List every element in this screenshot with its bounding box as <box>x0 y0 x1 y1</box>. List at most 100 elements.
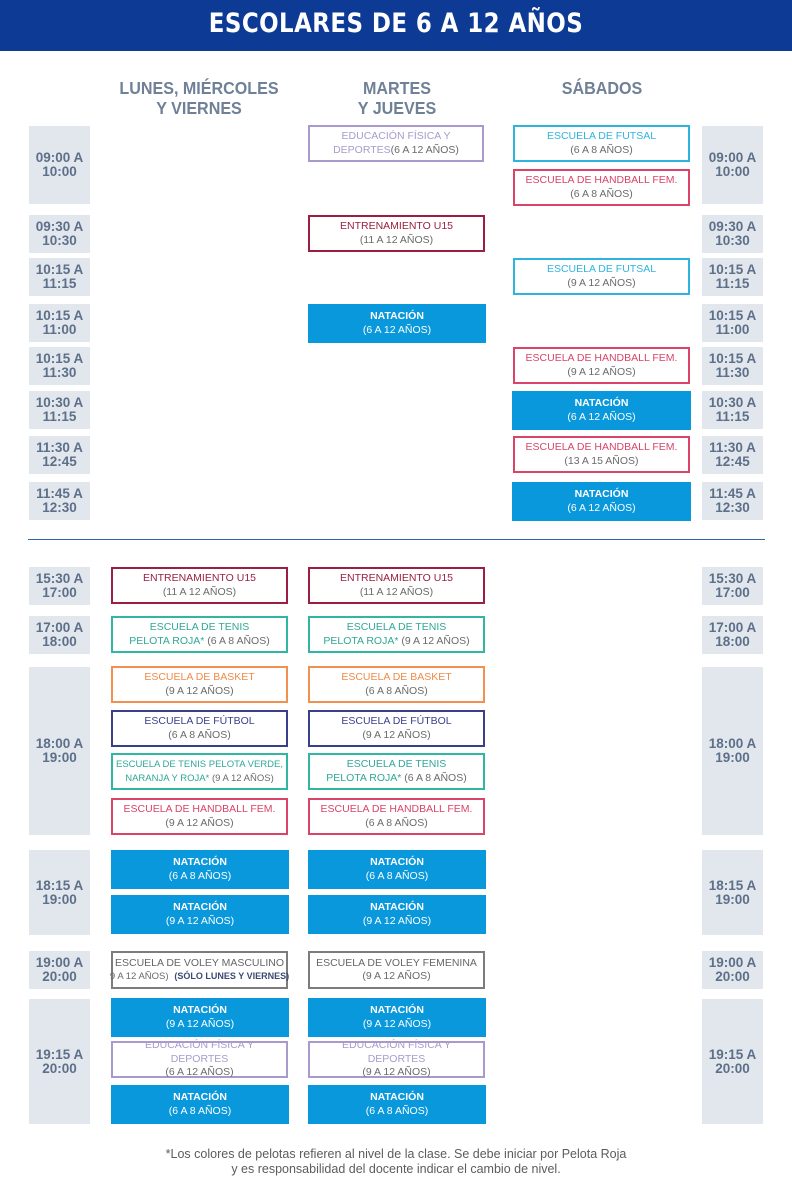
class-title: ENTRENAMIENTO U15 <box>143 572 256 584</box>
class-title: NATACIÓN <box>370 856 424 868</box>
class-title: EDUCACIÓN FÍSICA Y DEPORTES <box>145 1039 254 1065</box>
class-title: NATACIÓN <box>173 901 227 913</box>
column-header-lmv: LUNES, MIÉRCOLES Y VIERNES <box>119 78 279 118</box>
class-box-futbol: ESCUELA DE FÚTBOL (9 A 12 AÑOS) <box>308 710 485 747</box>
class-ages: (11 A 12 AÑOS) <box>162 585 237 598</box>
class-box-natacion: NATACIÓN (6 A 8 AÑOS) <box>308 850 486 889</box>
time-label: 10:15 A 11:30 <box>29 347 90 385</box>
class-box-entrenamiento-u15: ENTRENAMIENTO U15 (11 A 12 AÑOS) <box>111 567 288 604</box>
class-title: NATACIÓN <box>370 1091 424 1103</box>
class-title: NATACIÓN <box>173 1091 227 1103</box>
class-title: DEPORTES <box>333 143 391 156</box>
class-ages: (6 A 8 AÑOS) <box>365 684 428 697</box>
class-box-natacion: NATACIÓN (9 A 12 AÑOS) <box>308 895 486 934</box>
class-title: ENTRENAMIENTO U15 <box>340 572 453 584</box>
time-label: 17:00 A 18:00 <box>702 616 763 654</box>
class-title: ESCUELA DE HANDBALL FEM. <box>320 803 473 815</box>
class-box-handball: ESCUELA DE HANDBALL FEM. (6 A 8 AÑOS) <box>513 169 690 206</box>
class-title: ESCUELA DE HANDBALL FEM. <box>525 352 678 364</box>
class-ages: (9 A 12 AÑOS) <box>362 1066 431 1079</box>
class-box-natacion: NATACIÓN (9 A 12 AÑOS) <box>111 895 289 934</box>
footnote: *Los colores de pelotas refieren al nive… <box>0 1147 792 1177</box>
class-ages: (6 A 12 AÑOS) <box>362 323 432 336</box>
class-ages: (11 A 12 AÑOS) <box>359 233 434 246</box>
column-header-mj: MARTES Y JUEVES <box>357 78 437 118</box>
class-title: EDUCACIÓN FÍSICA Y DEPORTES <box>342 1039 451 1065</box>
class-title: ESCUELA DE TENIS <box>346 758 447 770</box>
time-label: 09:30 A 10:30 <box>29 215 90 253</box>
class-title: ESCUELA DE FÚTBOL <box>144 715 255 727</box>
class-ages: (6 A 12 AÑOS) <box>567 501 636 514</box>
time-label: 19:15 A 20:00 <box>702 999 763 1124</box>
class-title: ESCUELA DE BASKET <box>144 671 255 683</box>
class-title: PELOTA ROJA* <box>129 634 205 647</box>
class-box-tenis: ESCUELA DE TENIS PELOTA ROJA* (6 A 8 AÑO… <box>111 616 288 653</box>
class-title: NATACIÓN <box>370 901 424 913</box>
class-title: NATACIÓN <box>173 1004 227 1016</box>
class-box-natacion: NATACIÓN (9 A 12 AÑOS) <box>111 998 289 1037</box>
time-label: 10:15 A 11:00 <box>29 304 90 342</box>
section-divider <box>28 539 765 540</box>
class-note: (SÓLO LUNES Y VIERNES) <box>174 971 290 981</box>
class-box-natacion: NATACIÓN (6 A 12 AÑOS) <box>512 482 691 521</box>
class-box-futsal: ESCUELA DE FUTSAL (9 A 12 AÑOS) <box>513 258 690 295</box>
time-label: 11:30 A 12:45 <box>29 436 90 474</box>
time-label: 10:30 A 11:15 <box>29 391 90 429</box>
class-title: NARANJA Y ROJA* <box>125 772 210 784</box>
class-title: NATACIÓN <box>173 856 227 868</box>
page-title: ESCOLARES DE 6 A 12 AÑOS <box>208 8 584 39</box>
class-title: NATACIÓN <box>574 488 629 500</box>
time-label: 18:15 A 19:00 <box>702 850 763 935</box>
class-title: PELOTA ROJA* <box>323 634 399 647</box>
class-box-handball: ESCUELA DE HANDBALL FEM. (9 A 12 AÑOS) <box>111 798 288 835</box>
class-box-handball: ESCUELA DE HANDBALL FEM. (13 A 15 AÑOS) <box>513 436 690 473</box>
time-label: 19:00 A 20:00 <box>702 951 763 989</box>
class-title: NATACIÓN <box>370 1004 424 1016</box>
time-label: 19:00 A 20:00 <box>29 951 90 989</box>
time-label: 18:00 A 19:00 <box>702 667 763 835</box>
class-box-entrenamiento-u15: ENTRENAMIENTO U15 (11 A 12 AÑOS) <box>308 567 485 604</box>
class-title: ESCUELA DE FUTSAL <box>546 263 657 275</box>
class-ages: (9 A 12 AÑOS) <box>362 728 431 741</box>
class-title: ESCUELA DE HANDBALL FEM. <box>123 803 276 815</box>
time-label: 15:30 A 17:00 <box>702 567 763 605</box>
class-ages: (6 A 8 AÑOS) <box>365 1104 429 1117</box>
class-title: ESCUELA DE HANDBALL FEM. <box>525 174 678 186</box>
class-ages: (9 A 12 AÑOS) <box>165 816 234 829</box>
time-label: 19:15 A 20:00 <box>29 999 90 1124</box>
time-label: 09:00 A 10:00 <box>702 126 763 204</box>
time-label: 11:45 A 12:30 <box>29 482 90 520</box>
time-label: 10:15 A 11:30 <box>702 347 763 385</box>
class-box-tenis: ESCUELA DE TENIS PELOTA VERDE, NARANJA Y… <box>111 753 288 790</box>
footnote-line: y es responsabilidad del docente indicar… <box>231 1162 561 1176</box>
class-box-handball: ESCUELA DE HANDBALL FEM. (6 A 8 AÑOS) <box>308 798 485 835</box>
time-label: 10:30 A 11:15 <box>702 391 763 429</box>
class-ages: (9 A 12 AÑOS) <box>211 772 274 784</box>
class-title: ESCUELA DE TENIS <box>149 621 250 633</box>
class-title: ESCUELA DE TENIS <box>346 621 447 633</box>
class-box-natacion: NATACIÓN (6 A 12 AÑOS) <box>512 391 691 430</box>
time-label: 11:45 A 12:30 <box>702 482 763 520</box>
class-ages: (9 A 12 AÑOS) <box>362 970 431 982</box>
time-label: 10:15 A 11:15 <box>29 258 90 296</box>
class-box-entrenamiento-u15: ENTRENAMIENTO U15 (11 A 12 AÑOS) <box>308 215 485 252</box>
class-ages: (6 A 8 AÑOS) <box>570 187 633 200</box>
class-ages: (6 A 12 AÑOS) <box>390 143 459 156</box>
time-label: 11:30 A 12:45 <box>702 436 763 474</box>
footnote-line: *Los colores de pelotas refieren al nive… <box>165 1147 627 1161</box>
class-title: ESCUELA DE FUTSAL <box>546 130 657 142</box>
class-title: NATACIÓN <box>370 310 424 322</box>
class-title: ESCUELA DE BASKET <box>341 671 452 683</box>
class-title: ESCUELA DE FÚTBOL <box>341 715 452 727</box>
class-title: ESCUELA DE HANDBALL FEM. <box>525 441 678 453</box>
class-title: ESCUELA DE VOLEY MASCULINO <box>114 956 285 969</box>
class-box-futbol: ESCUELA DE FÚTBOL (6 A 8 AÑOS) <box>111 710 288 747</box>
time-label: 18:00 A 19:00 <box>29 667 90 835</box>
class-ages: (9 A 12 AÑOS) <box>165 914 235 927</box>
class-ages: (6 A 8 AÑOS) <box>365 869 429 882</box>
class-ages: (9 A 12 AÑOS) <box>362 1017 432 1030</box>
class-ages: (9 A 12 AÑOS) <box>567 276 636 289</box>
class-title: EDUCACIÓN FÍSICA Y <box>341 130 451 142</box>
time-label: 10:15 A 11:00 <box>702 304 763 342</box>
class-ages: (6 A 12 AÑOS) <box>567 410 636 423</box>
